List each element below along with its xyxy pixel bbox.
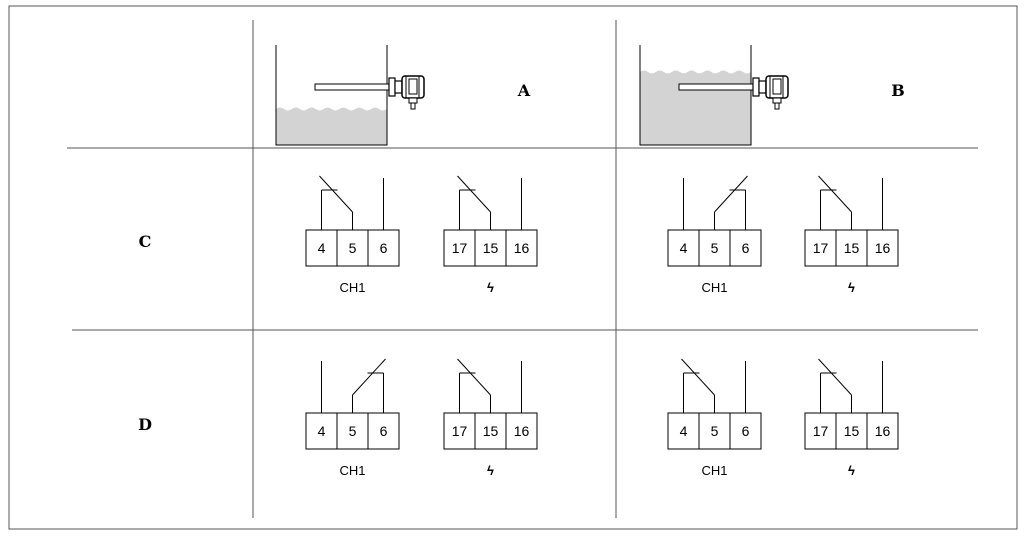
terminal-4 — [667, 412, 700, 450]
sensor-flange — [752, 77, 760, 97]
terminal-number: 6 — [380, 240, 388, 256]
column-label-b: B — [891, 81, 905, 100]
terminal-number: 17 — [813, 423, 829, 439]
fault-caption: ϟ — [848, 463, 855, 478]
sensor-rod — [314, 83, 390, 91]
terminal-number: 15 — [844, 240, 860, 256]
terminal-number: 4 — [680, 240, 688, 256]
cable-gland — [772, 97, 782, 104]
terminal-number: 15 — [483, 240, 499, 256]
terminal-6 — [367, 229, 400, 267]
terminal-number: 5 — [711, 240, 719, 256]
ch1-caption: CH1 — [339, 463, 365, 478]
column-label-a: A — [517, 81, 531, 100]
terminal-number: 16 — [514, 423, 530, 439]
terminal-6 — [729, 412, 762, 450]
tank-illustrations — [275, 45, 789, 146]
terminal-number: 5 — [349, 423, 357, 439]
ch1-caption: CH1 — [701, 280, 727, 295]
liquid — [640, 70, 751, 145]
fault-terminal-block: 17 15 16 ϟ — [804, 358, 899, 478]
fault-terminal-block: 17 15 16 ϟ — [804, 175, 899, 295]
fault-caption: ϟ — [848, 280, 855, 295]
cable-gland — [408, 97, 418, 104]
sensor-neck — [758, 80, 767, 94]
terminal-number: 6 — [742, 240, 750, 256]
liquid — [276, 107, 387, 145]
terminal-number: 15 — [483, 423, 499, 439]
fault-caption: ϟ — [487, 463, 494, 478]
terminal-number: 4 — [680, 423, 688, 439]
terminal-6 — [367, 412, 400, 450]
terminal-number: 17 — [452, 423, 468, 439]
tank-wall — [639, 45, 752, 146]
outer-frame — [8, 5, 1018, 530]
housing-window — [408, 78, 418, 95]
terminal-15 — [835, 229, 868, 267]
terminal-17 — [804, 229, 837, 267]
terminal-16 — [866, 229, 899, 267]
tank-wall — [275, 45, 388, 146]
fault-terminal-block: 17 15 16 ϟ — [443, 175, 538, 295]
row-label-d: D — [138, 415, 152, 434]
tank-b — [639, 45, 789, 146]
terminal-number: 5 — [349, 240, 357, 256]
sensor-neck — [394, 80, 403, 94]
fault-caption: ϟ — [487, 280, 494, 295]
terminal-number: 16 — [514, 240, 530, 256]
switch-contact-15-17 — [818, 175, 852, 213]
cable-gland-nut — [774, 102, 780, 110]
switch-contact-5-6 — [714, 175, 748, 213]
terminal-16 — [866, 412, 899, 450]
ch1-caption: CH1 — [701, 463, 727, 478]
terminal-4 — [305, 229, 338, 267]
sensor-rod — [678, 83, 754, 91]
switch-contact-5-4 — [681, 358, 715, 396]
switch-contact-15-17 — [818, 358, 852, 396]
terminal-number: 5 — [711, 423, 719, 439]
terminal-number: 6 — [742, 423, 750, 439]
terminal-5 — [698, 412, 731, 450]
terminal-number: 16 — [875, 240, 891, 256]
terminal-number: 16 — [875, 423, 891, 439]
housing-window — [772, 78, 782, 95]
sensor-flange — [388, 77, 396, 97]
terminal-6 — [729, 229, 762, 267]
switch-contact-5-4 — [319, 175, 353, 213]
row-label-c: C — [139, 232, 152, 251]
tank-a — [275, 45, 425, 146]
ch1-caption: CH1 — [339, 280, 365, 295]
switch-contact-5-6 — [352, 358, 386, 396]
switch-contact-15-17 — [457, 175, 491, 213]
terminal-number: 4 — [318, 240, 326, 256]
terminal-number: 15 — [844, 423, 860, 439]
terminal-number: 6 — [380, 423, 388, 439]
terminal-number: 17 — [813, 240, 829, 256]
terminal-number: 17 — [452, 240, 468, 256]
terminal-number: 4 — [318, 423, 326, 439]
terminal-15 — [835, 412, 868, 450]
terminal-5 — [698, 229, 731, 267]
terminal-16 — [505, 229, 538, 267]
fault-terminal-block: 17 15 16 ϟ — [443, 358, 538, 478]
cable-gland-nut — [410, 102, 416, 110]
switch-contact-15-17 — [457, 358, 491, 396]
